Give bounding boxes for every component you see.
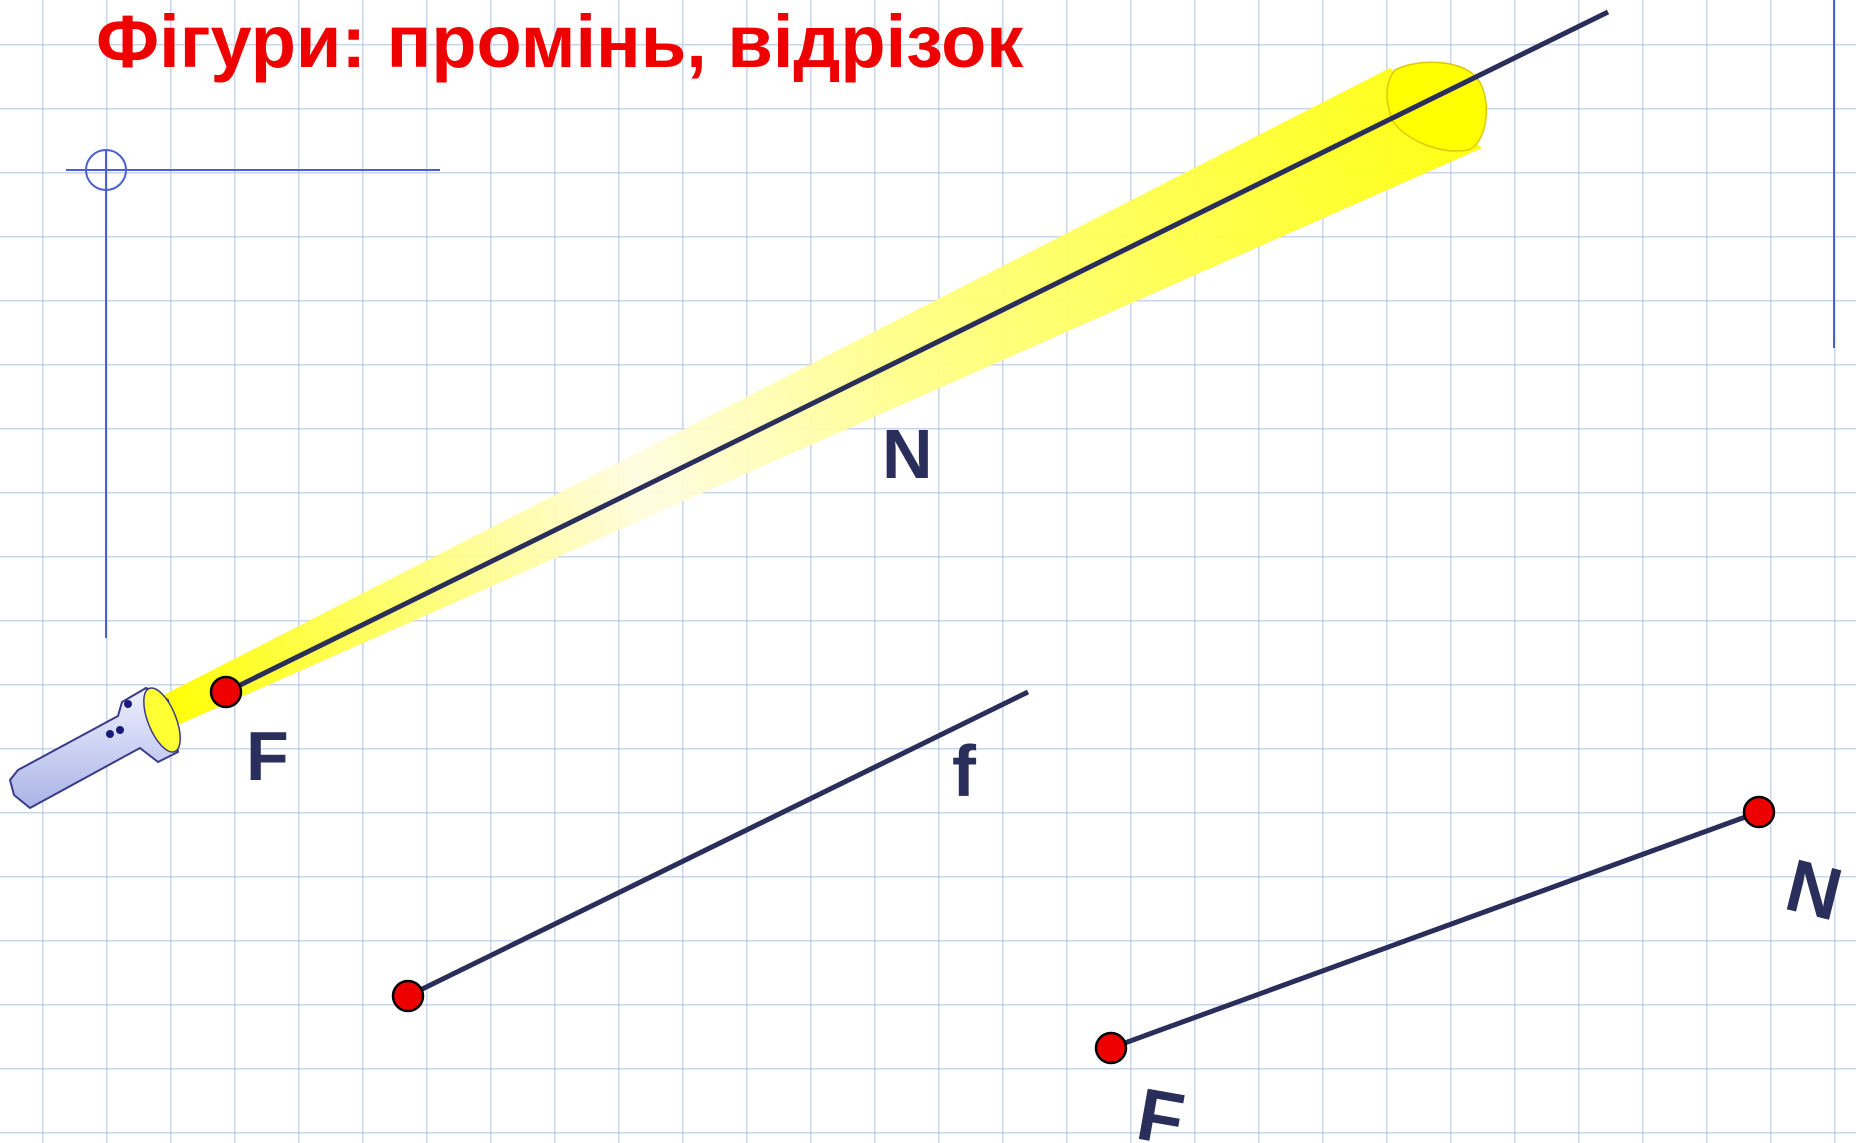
line-f-label: f (952, 732, 977, 812)
flashlight-icon (10, 683, 188, 808)
line-f: f (393, 692, 1028, 1011)
ray-line (226, 12, 1608, 692)
segment-line (1111, 812, 1759, 1048)
beam-shape (150, 68, 1482, 724)
line-f-line (408, 692, 1028, 996)
ray-start-point (211, 677, 241, 707)
segment-end-point (1744, 797, 1774, 827)
segment-fn: F N (1096, 797, 1850, 1143)
flashlight-beam (150, 62, 1486, 724)
ray-start-label: F (246, 717, 289, 795)
segment-end-label: N (1778, 843, 1850, 936)
segment-start-point (1096, 1033, 1126, 1063)
ray-direction-label: N (882, 415, 933, 493)
line-f-point (393, 981, 423, 1011)
segment-start-label: F (1131, 1072, 1190, 1143)
